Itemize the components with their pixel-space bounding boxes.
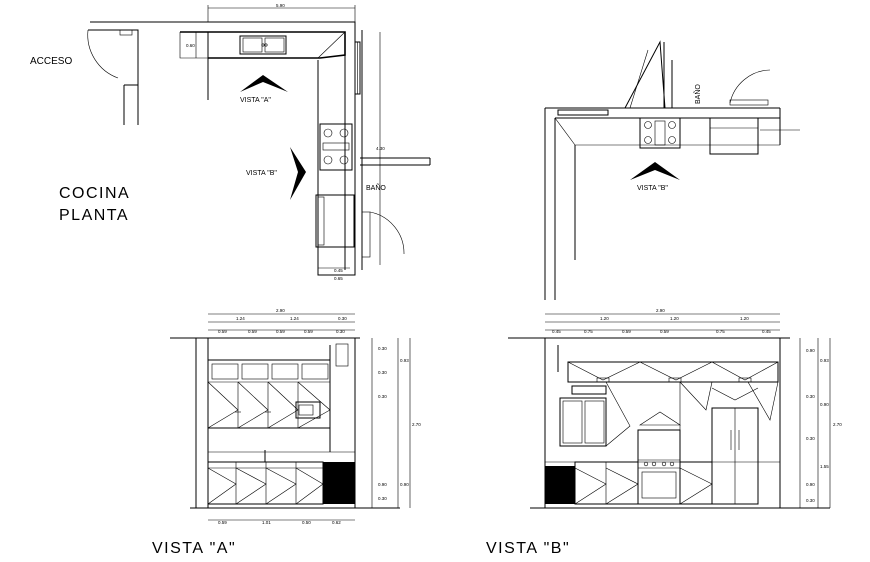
- b-lower-dim: 0.59: [622, 329, 631, 334]
- plan-b-vista-marker: VISTA "B": [637, 185, 668, 192]
- a-total-dimension: 2.90: [276, 308, 285, 313]
- a-right-dim: 0.30: [378, 346, 387, 351]
- a-lower-dim: 0.30: [336, 329, 345, 334]
- b-upper-dim: 1.20: [740, 316, 749, 321]
- elevation-b: 2.90 1.20 1.20 1.20 0.45 0.75 0.59 0.59 …: [486, 308, 842, 557]
- plan-title-line-1: COCINA: [59, 185, 130, 202]
- plan-title-line-2: PLANTA: [59, 207, 129, 224]
- b-lower-dim: 0.45: [552, 329, 561, 334]
- a-upper-dim: 1.24: [236, 316, 245, 321]
- a-right-outer-dim: 0.90: [400, 482, 409, 487]
- a-bottom-dim: 0.62: [332, 520, 341, 525]
- vista-b-title: VISTA "B": [486, 540, 570, 557]
- b-right-dim: 0.30: [806, 394, 815, 399]
- a-upper-dim: 0.30: [338, 316, 347, 321]
- a-lower-dim: 0.59: [218, 329, 227, 334]
- b-right-outer-dim: 1.55: [820, 464, 829, 469]
- b-right-dim: 0.30: [806, 498, 815, 503]
- vista-a-marker: VISTA "A": [240, 97, 271, 104]
- b-right-total-dim: 2.70: [833, 422, 842, 427]
- vista-a-arrow-icon: [240, 75, 288, 92]
- b-right-outer-dim: 0.90: [820, 402, 829, 407]
- b-lower-dim: 0.45: [762, 329, 771, 334]
- a-lower-dim: 0.59: [304, 329, 313, 334]
- a-lower-dim: 0.59: [276, 329, 285, 334]
- plan-b-bano-label: BAÑO: [693, 84, 702, 104]
- b-right-dim: 0.30: [806, 436, 815, 441]
- a-bottom-dim: 0.50: [302, 520, 311, 525]
- a-lower-dim: 0.59: [248, 329, 257, 334]
- b-right-dim: 0.90: [806, 482, 815, 487]
- a-right-total-dim: 2.70: [412, 422, 421, 427]
- kitchen-plan-b: BAÑO VISTA "B": [544, 40, 800, 300]
- b-upper-dim: 1.20: [600, 316, 609, 321]
- plan-top-dimension: 5.90: [276, 3, 285, 8]
- a-right-dim: 0.90: [378, 482, 387, 487]
- b-lower-dim: 0.75: [584, 329, 593, 334]
- vista-b-marker: VISTA "B": [246, 170, 277, 177]
- a-right-dim: 0.30: [378, 394, 387, 399]
- plan-bottom-dimension-2: 0.65: [334, 276, 343, 281]
- a-right-dim: 0.30: [378, 496, 387, 501]
- a-right-outer-dim: 0.93: [400, 358, 409, 363]
- b-total-dimension: 2.90: [656, 308, 665, 313]
- acceso-label: ACCESO: [30, 56, 72, 67]
- a-upper-dim: 1.24: [290, 316, 299, 321]
- vista-a-title: VISTA "A": [152, 540, 236, 557]
- kitchen-plan: 5.90 0.60 4.30 0.45 0.65 VISTA "A": [30, 3, 431, 281]
- a-bottom-dim: 0.59: [218, 520, 227, 525]
- b-right-outer-dim: 0.93: [820, 358, 829, 363]
- bano-label: BAÑO: [366, 183, 386, 192]
- b-lower-dim: 0.75: [716, 329, 725, 334]
- plan-b-vista-arrow-icon: [630, 162, 680, 180]
- vista-b-arrow-icon: [290, 147, 306, 200]
- plan-small-dimension: 0.60: [186, 43, 195, 48]
- b-lower-dim: 0.59: [660, 329, 669, 334]
- elevation-a: 2.90 1.24 1.24 0.30 0.59 0.59 0.59 0.59 …: [152, 308, 421, 557]
- b-upper-dim: 1.20: [670, 316, 679, 321]
- a-bottom-dim: 1.01: [262, 520, 271, 525]
- b-right-dim: 0.90: [806, 348, 815, 353]
- plan-side-dimension: 4.30: [376, 146, 385, 151]
- plan-bottom-dimension-1: 0.45: [334, 268, 343, 273]
- a-right-dim: 0.30: [378, 370, 387, 375]
